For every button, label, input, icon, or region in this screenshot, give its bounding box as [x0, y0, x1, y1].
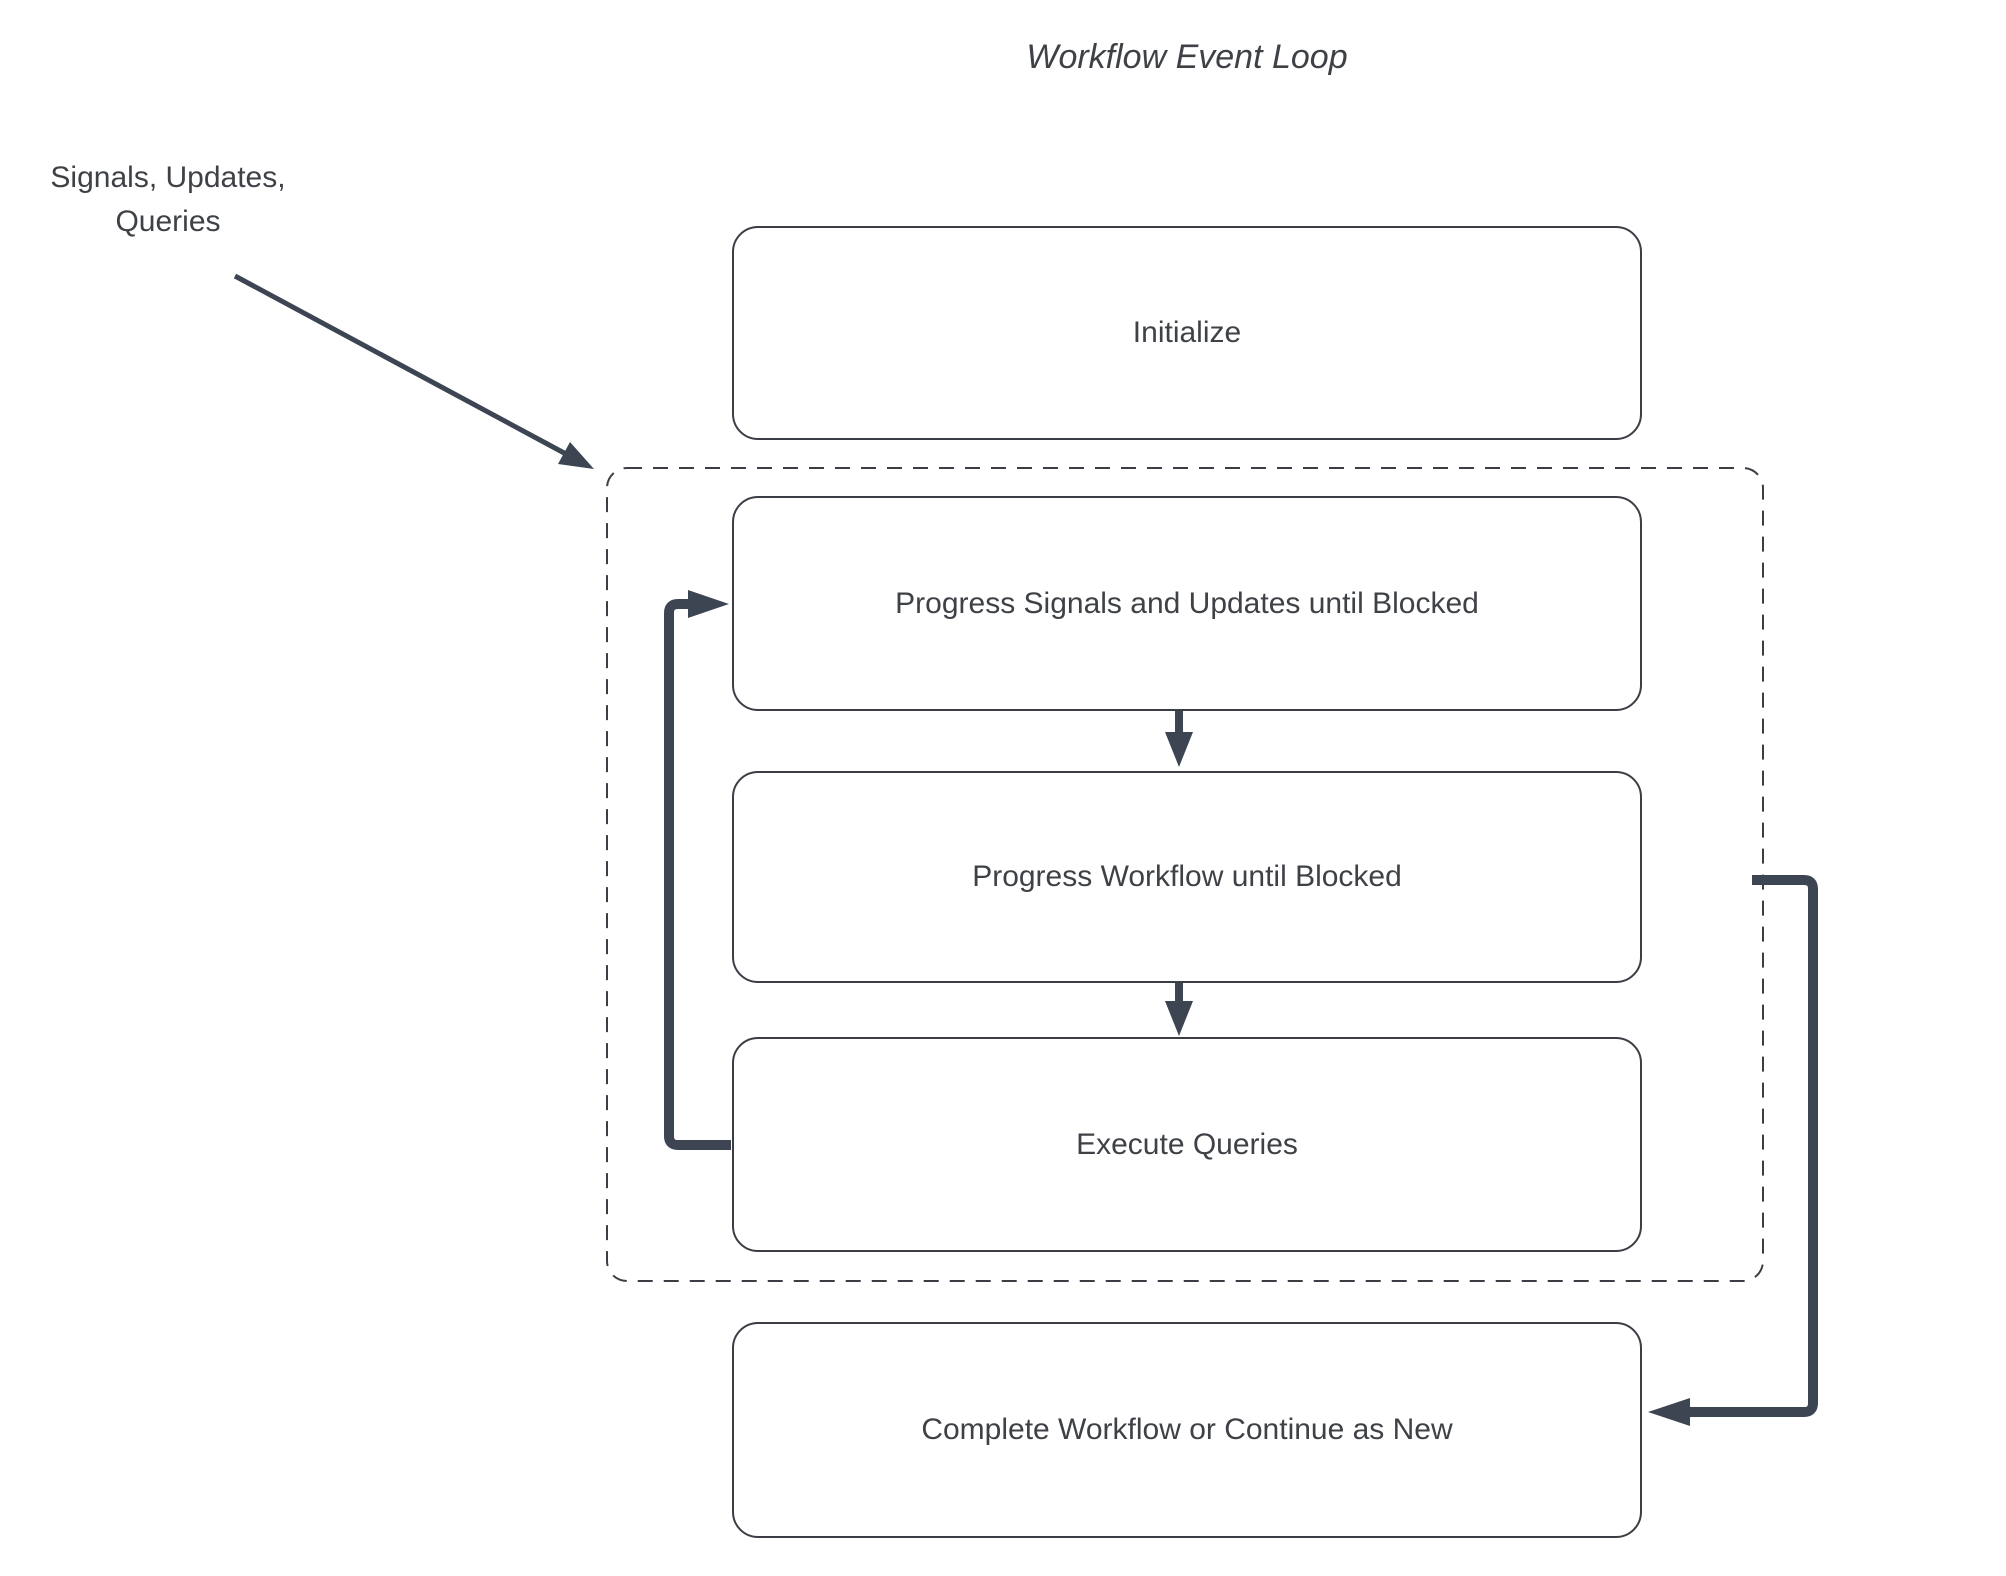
- signals-input-arrow-icon: [233, 273, 594, 469]
- flow-node-label: Initialize: [1132, 316, 1242, 349]
- flow-node-label: Execute Queries: [1076, 1127, 1298, 1161]
- flow-node-initialize: Initialize: [732, 226, 1642, 440]
- page-title: Workflow Event Loop: [1026, 38, 1348, 76]
- flow-node-progress-workflow: Progress Workflow until Blocked: [732, 771, 1642, 983]
- flow-node-progress-signals: Progress Signals and Updates until Block…: [732, 496, 1642, 711]
- flow-node-complete-workflow: Complete Workflow or Continue as New: [732, 1322, 1642, 1538]
- continue-arrow-icon: [1648, 875, 1818, 1426]
- down-arrow-step2-step3-icon: [1165, 983, 1193, 1036]
- flow-node-execute-queries: Execute Queries: [732, 1037, 1642, 1252]
- flow-node-label: Progress Workflow until Blocked: [972, 860, 1402, 893]
- annotation-line-2: Queries: [115, 205, 221, 238]
- down-arrow-step1-step2-icon: [1165, 711, 1193, 767]
- flow-node-label: Progress Signals and Updates until Block…: [895, 586, 1479, 620]
- signals-updates-queries-label: Signals, Updates, Queries: [28, 156, 308, 244]
- loop-back-arrow-icon: [664, 590, 731, 1150]
- flow-node-label: Complete Workflow or Continue as New: [921, 1413, 1453, 1446]
- annotation-line-1: Signals, Updates,: [50, 161, 286, 194]
